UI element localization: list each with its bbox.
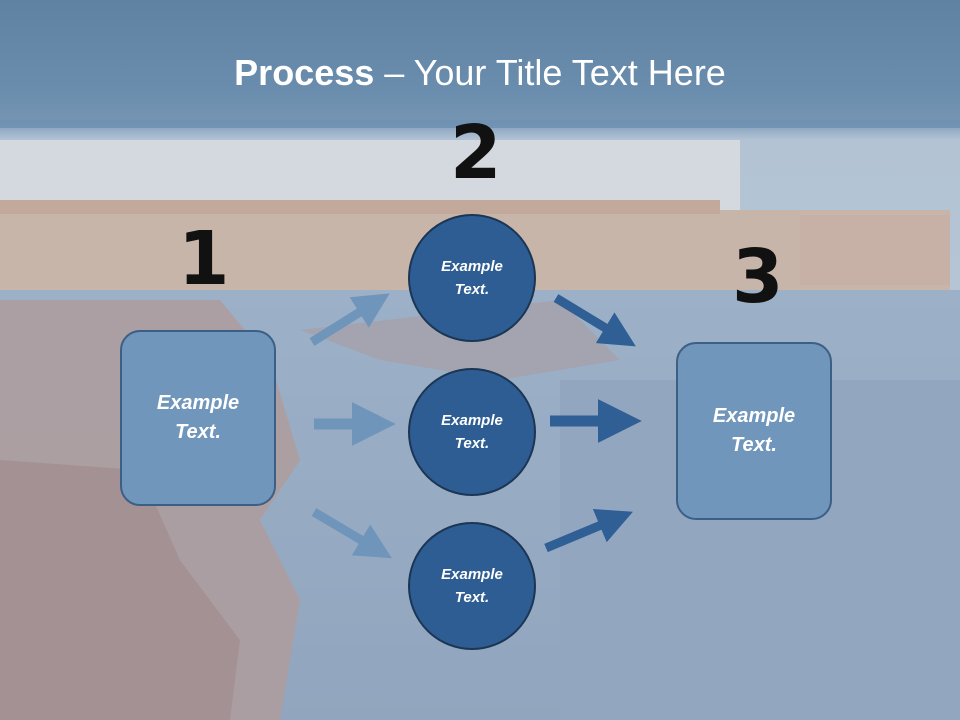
title-rest: – Your Title Text Here [374,52,726,93]
step-2-circle-top[interactable]: Example Text. [408,214,536,342]
circle-bottom-text: Example Text. [441,566,503,606]
step-2-circle-bottom[interactable]: Example Text. [408,522,536,650]
arrow-1-to-bottom [311,508,392,559]
arrow-top-to-3 [553,294,636,347]
circle-top-text: Example Text. [441,258,503,298]
step-2-circle-middle[interactable]: Example Text. [408,368,536,496]
arrow-1-to-top [309,293,390,346]
step-3-text: Example Text. [712,405,796,456]
step-1-text: Example Text. [156,392,240,443]
step-number-1: 1 [178,216,230,302]
step-number-2: 2 [450,110,502,196]
circle-middle-text: Example Text. [441,412,503,452]
title-bar [0,0,960,128]
slide-title: Process – Your Title Text Here [0,52,960,94]
title-bold: Process [234,52,375,93]
step-number-3: 3 [732,234,784,320]
arrow-bottom-to-3 [544,509,633,553]
step-3-box[interactable]: Example Text. [676,342,832,520]
step-1-box[interactable]: Example Text. [120,330,276,506]
title-bar-fade [0,120,960,140]
